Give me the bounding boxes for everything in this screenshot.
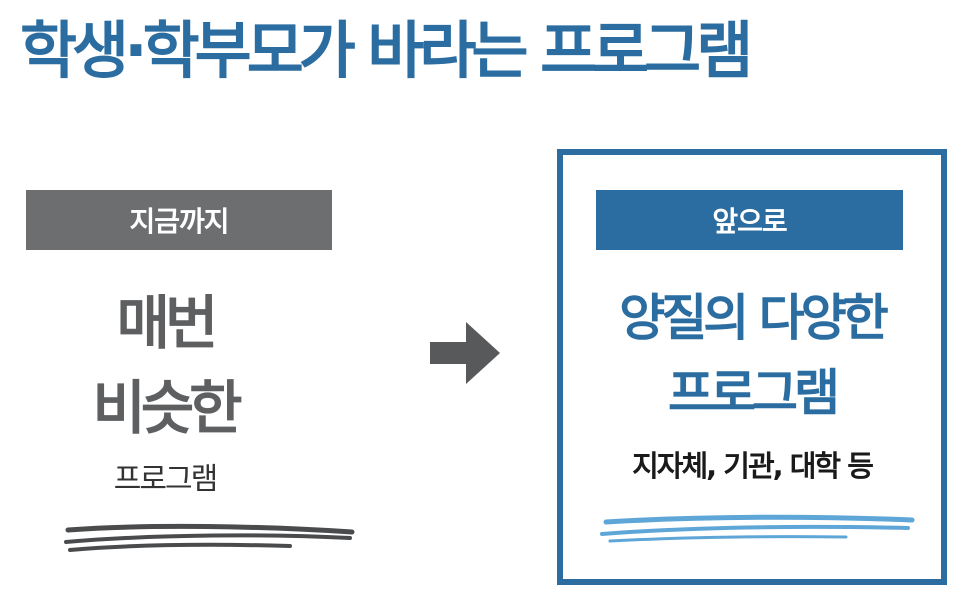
until-now-badge: 지금까지: [26, 190, 332, 250]
from-now-on-line-2: 프로그램: [668, 364, 840, 422]
gray-brush-stroke: [64, 523, 355, 552]
from-now-on-badge: 앞으로: [596, 190, 903, 250]
page-title: 학생·학부모가 바라는 프로그램: [20, 14, 753, 87]
from-now-on-sub: 지자체, 기관, 대학 등: [632, 449, 874, 483]
from-now-on-line-1: 양질의 다양한: [619, 289, 888, 347]
until-now-sub: 프로그램: [113, 462, 218, 497]
blue-brush-stroke: [600, 514, 915, 543]
arrow-right-icon: [430, 322, 500, 384]
future-panel: [557, 149, 947, 585]
until-now-line-2: 비슷한: [92, 374, 242, 442]
until-now-line-1: 매번: [116, 289, 219, 357]
